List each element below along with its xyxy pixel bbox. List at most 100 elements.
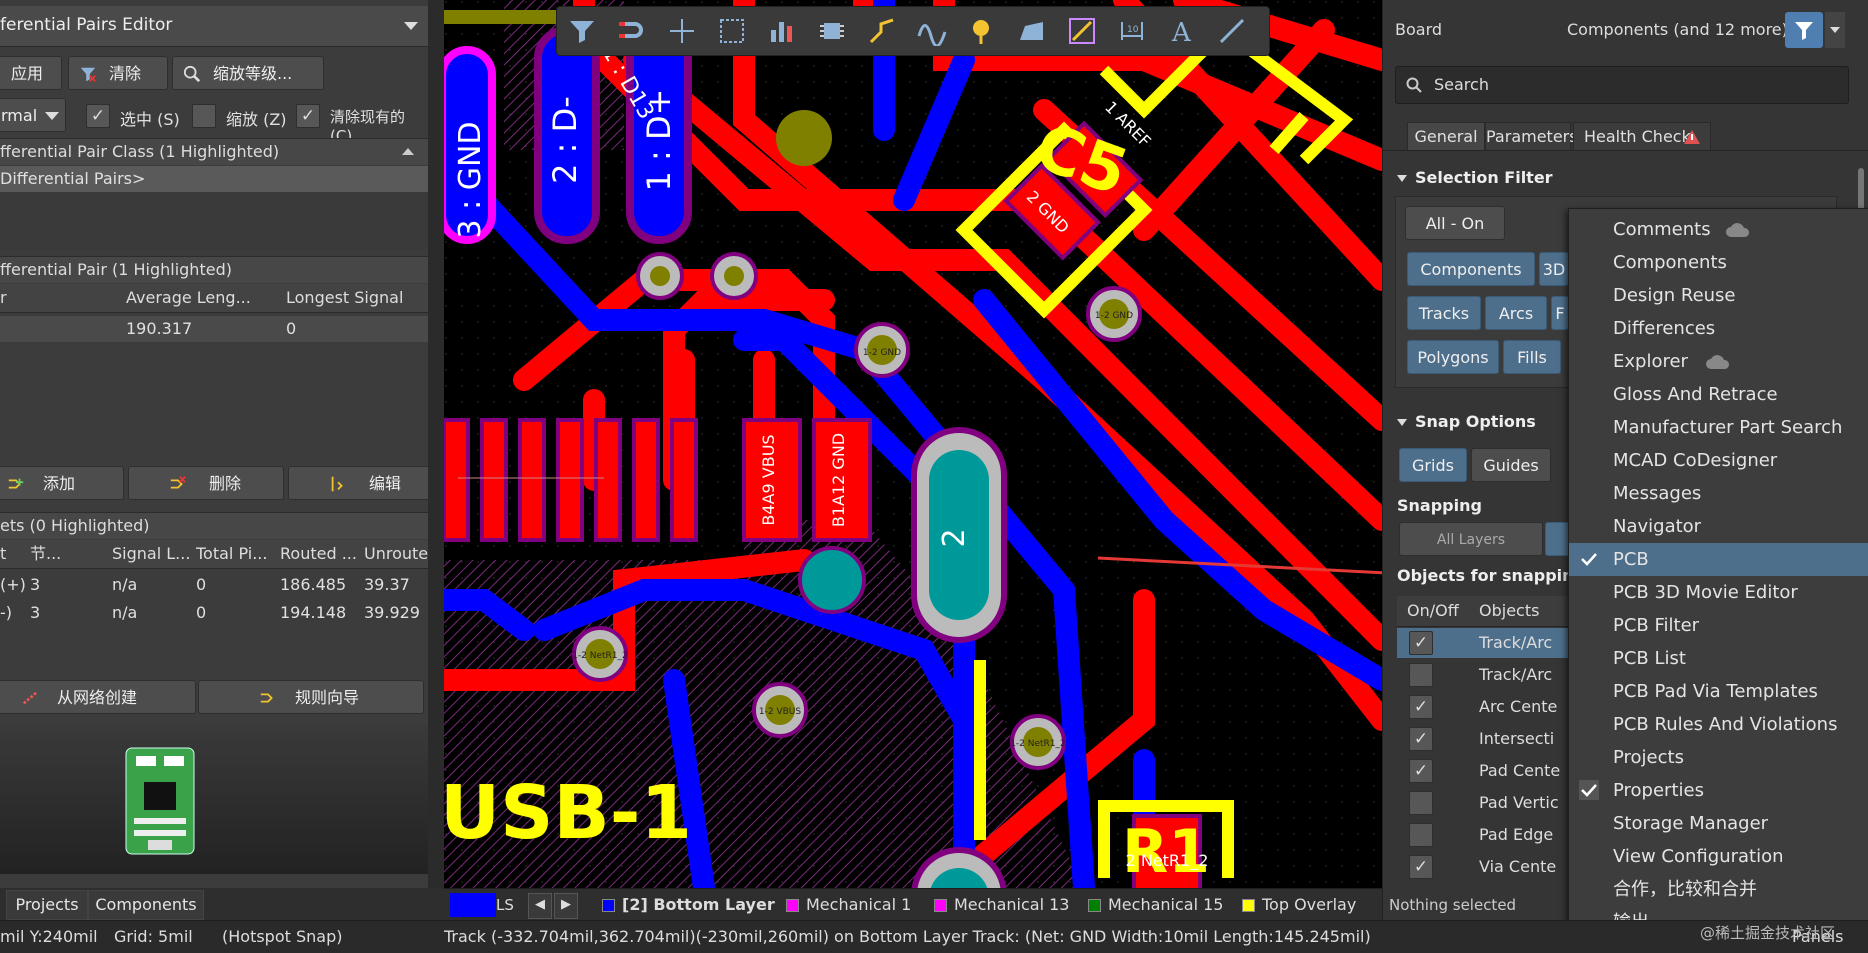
create-from-nets-button[interactable]: 从网络创建 [0,680,196,714]
dimension-icon[interactable]: 10 [1117,16,1147,46]
filter-chip-tracks[interactable]: Tracks [1407,296,1481,330]
filter-chip-fills-truncated[interactable]: F [1551,296,1569,330]
snap-checkbox[interactable]: ✓ [1409,759,1433,783]
menu-item-manufacturer-part-search[interactable]: Manufacturer Part Search [1569,411,1868,444]
col-signal-length[interactable]: Signal L... [112,544,191,563]
menu-item-projects[interactable]: Projects [1569,741,1868,774]
menu-item-explorer[interactable]: Explorer [1569,345,1868,378]
zoom-checkbox[interactable] [192,104,216,128]
filter-chip-components[interactable]: Components [1407,252,1535,286]
component-icon[interactable] [817,16,847,46]
filter-chip-3d[interactable]: 3D [1539,252,1569,286]
snap-chip-guides[interactable]: Guides [1471,448,1551,482]
menu-item-pcb-pad-via-templates[interactable]: PCB Pad Via Templates [1569,675,1868,708]
apply-button[interactable]: 应用 [0,56,62,90]
add-pair-button[interactable]: 添加 [0,466,124,500]
filter-dropdown[interactable] [1825,12,1845,48]
layer-tab-mech15[interactable]: Mechanical 15 [1088,893,1228,917]
menu-item-view-configuration[interactable]: View Configuration [1569,840,1868,873]
search-input[interactable]: Search [1395,66,1849,104]
layer-tab-mech13[interactable]: Mechanical 13 [934,893,1074,917]
snap-row-intersection[interactable]: ✓Intersecti [1397,724,1587,754]
layer-tab-mech1[interactable]: Mechanical 1 [786,893,918,917]
snap-row-arc-center[interactable]: ✓Arc Cente [1397,692,1587,722]
menu-item-pcb-3d-movie-editor[interactable]: PCB 3D Movie Editor [1569,576,1868,609]
menu-item-pcb-rules-and-violations[interactable]: PCB Rules And Violations [1569,708,1868,741]
filter-icon[interactable] [567,16,597,46]
menu-item-mcad-codesigner[interactable]: MCAD CoDesigner [1569,444,1868,477]
delete-pair-button[interactable]: 删除 [128,466,284,500]
all-on-button[interactable]: All - On [1405,206,1505,240]
tab-projects[interactable]: Projects [6,890,88,920]
tab-general[interactable]: General [1407,122,1485,150]
col-total-pins[interactable]: Total Pi... [196,544,268,563]
snap-magnet-icon[interactable] [617,16,647,46]
menu-item-navigator[interactable]: Navigator [1569,510,1868,543]
filter-chip-polygons[interactable]: Polygons [1407,340,1499,374]
snapping-all-layers[interactable]: All Layers [1399,522,1543,556]
col-pair[interactable]: r [0,288,7,307]
bar-chart-icon[interactable] [767,16,797,46]
menu-item-design-reuse[interactable]: Design Reuse [1569,279,1868,312]
snap-checkbox[interactable]: ✓ [1409,631,1433,655]
polygon-icon[interactable] [1017,16,1047,46]
snap-chip-grids[interactable]: Grids [1399,448,1467,482]
col-average-length[interactable]: Average Leng... [126,288,251,307]
menu-item-collaborate-compare-merge[interactable]: 合作，比较和合并 [1569,873,1868,906]
snap-checkbox[interactable]: ✓ [1409,855,1433,879]
crosshair-icon[interactable] [667,16,697,46]
tab-components[interactable]: Components [88,890,204,920]
tab-health-check[interactable]: Health Check [1573,122,1711,150]
clear-existing-checkbox[interactable]: ✓ [296,104,320,128]
pair-row[interactable]: 190.317 0 [0,316,428,342]
tab-parameters[interactable]: Parameters [1485,122,1578,150]
col-nodes[interactable]: 节... [30,544,62,563]
layer-tab-bottom[interactable]: [2] Bottom Layer [602,893,775,917]
menu-item-pcb[interactable]: PCB [1569,543,1868,576]
menu-item-gloss-and-retrace[interactable]: Gloss And Retrace [1569,378,1868,411]
layer-tab-top-overlay[interactable]: Top Overlay [1242,893,1372,917]
layer-color-swatch[interactable] [450,893,496,917]
net-row[interactable]: -) 3 n/a 0 194.148 39.929 [0,600,428,626]
layer-set-ls[interactable]: LS [496,896,514,914]
menu-item-components[interactable]: Components [1569,246,1868,279]
net-row[interactable]: (+) 3 n/a 0 186.485 39.37 [0,572,428,598]
menu-item-messages[interactable]: Messages [1569,477,1868,510]
menu-item-differences[interactable]: Differences [1569,312,1868,345]
zoom-level-button[interactable]: 缩放等级... [172,56,324,90]
edit-pair-button[interactable]: 编辑 [288,466,428,500]
menu-item-pcb-list[interactable]: PCB List [1569,642,1868,675]
line-icon[interactable] [1217,16,1247,46]
filter-button[interactable] [1785,12,1823,48]
select-rect-icon[interactable] [717,16,747,46]
snap-row-track-arc-2[interactable]: Track/Arc [1397,660,1587,690]
layer-next-button[interactable]: ▶ [554,893,578,919]
snap-row-pad-edges[interactable]: Pad Edge [1397,820,1587,850]
snap-checkbox[interactable]: ✓ [1409,695,1433,719]
layer-prev-button[interactable]: ◀ [528,893,552,919]
menu-item-pcb-filter[interactable]: PCB Filter [1569,609,1868,642]
pair-class-row[interactable]: Differential Pairs> [0,166,428,192]
menu-item-comments[interactable]: Comments [1569,213,1868,246]
track-icon[interactable] [1067,16,1097,46]
snap-checkbox[interactable]: ✓ [1409,727,1433,751]
filter-chip-fills[interactable]: Fills [1503,340,1561,374]
snap-row-via-center[interactable]: ✓Via Cente [1397,852,1587,882]
snap-row-pad-center[interactable]: ✓Pad Cente [1397,756,1587,786]
pcb-canvas[interactable]: 3 : GND 2 : D- 1 : D+ 1 : D13 1 AREF 2 G… [444,0,1382,888]
panel-title-dropdown[interactable]: ferential Pairs Editor [0,6,428,47]
snap-row-pad-vertices[interactable]: Pad Vertic [1397,788,1587,818]
clear-button[interactable]: 清除 [68,56,168,90]
snap-checkbox[interactable] [1409,823,1433,847]
route-icon[interactable] [867,16,897,46]
selection-filter-title[interactable]: Selection Filter [1397,168,1553,187]
text-icon[interactable]: A [1167,16,1197,46]
pcb-drawing[interactable]: 3 : GND 2 : D- 1 : D+ 1 : D13 1 AREF 2 G… [444,0,1382,888]
menu-item-storage-manager[interactable]: Storage Manager [1569,807,1868,840]
panels-button[interactable]: Panels [1792,927,1844,946]
snap-row-track-arc[interactable]: ✓Track/Arc [1397,628,1587,658]
via-pin-icon[interactable] [967,16,997,46]
board-thumbnail-icon[interactable] [124,746,196,856]
panel-scrollbar[interactable] [1858,168,1864,218]
collapse-icon[interactable] [402,148,414,155]
